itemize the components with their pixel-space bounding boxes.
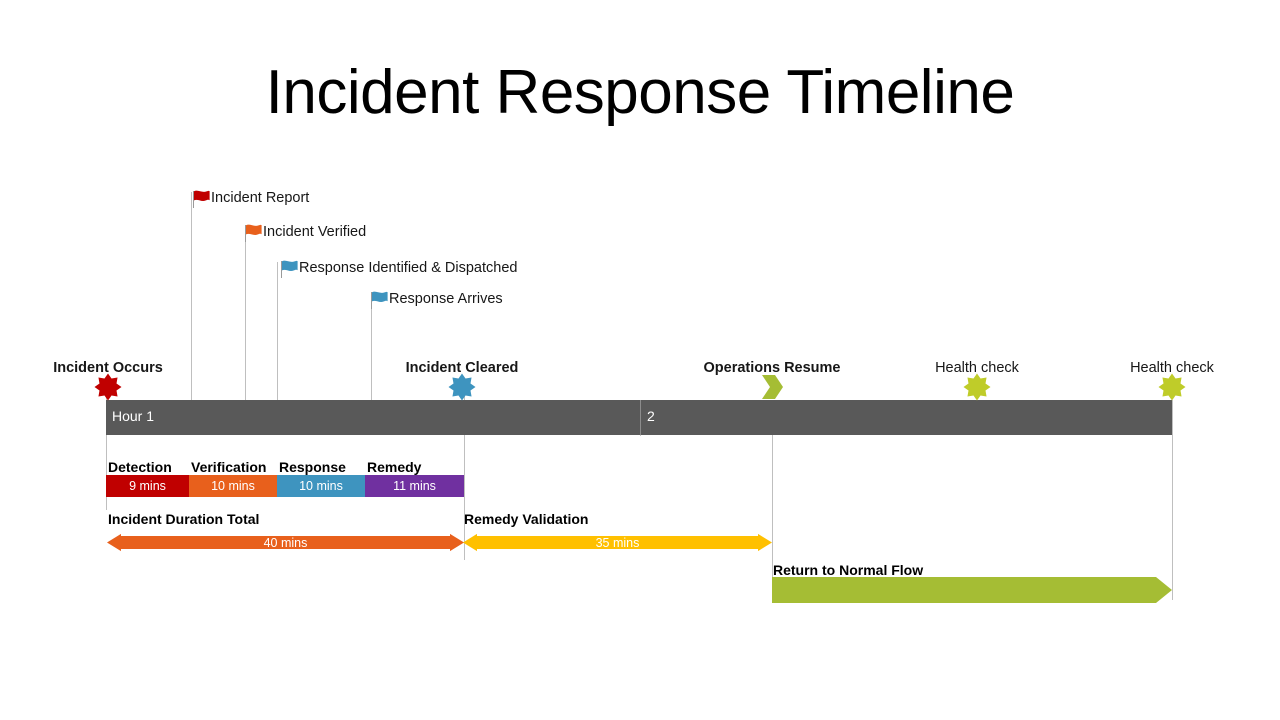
phase-duration-bar[interactable]: 9 mins xyxy=(106,475,189,497)
phase-duration-bar[interactable]: 10 mins xyxy=(277,475,365,497)
star-burst-icon xyxy=(93,372,123,402)
chevron-right-icon xyxy=(757,372,787,402)
flag-milestone-label: Incident Verified xyxy=(263,224,367,240)
duration-arrow[interactable] xyxy=(772,577,1172,603)
flag-milestone-label: Response Identified & Dispatched xyxy=(299,260,518,276)
phase-name-label: Detection xyxy=(108,459,172,475)
flag-icon xyxy=(279,259,299,279)
duration-title-label: Incident Duration Total xyxy=(108,511,260,527)
flag-milestone-label: Response Arrives xyxy=(389,291,503,307)
phase-name-label: Response xyxy=(279,459,346,475)
timeline-tick-hour-2 xyxy=(640,400,641,435)
timeline-bar xyxy=(106,400,1172,435)
flag-icon xyxy=(369,290,389,310)
phase-name-label: Verification xyxy=(191,459,267,475)
guide-line xyxy=(106,380,107,510)
page-title: Incident Response Timeline xyxy=(265,58,1015,127)
guide-line xyxy=(371,293,372,400)
timeline-milestone[interactable]: Incident Occurs xyxy=(53,360,163,402)
star-burst-icon xyxy=(447,372,477,402)
milestone-label: Incident Occurs xyxy=(53,360,163,376)
milestone-label: Health check xyxy=(1130,360,1214,376)
star-burst-icon xyxy=(962,372,992,402)
timeline-axis-label-hour-1: Hour 1 xyxy=(112,408,155,424)
flag-icon xyxy=(243,223,263,243)
guide-line xyxy=(191,192,192,400)
milestone-label: Operations Resume xyxy=(703,360,841,376)
milestone-label: Health check xyxy=(935,360,1019,376)
star-burst-icon xyxy=(1157,372,1187,402)
phase-duration-bar[interactable]: 10 mins xyxy=(189,475,277,497)
guide-line xyxy=(464,380,465,560)
guide-line xyxy=(277,262,278,400)
flag-milestone-label: Incident Report xyxy=(211,190,310,206)
timeline-milestone[interactable]: Incident Cleared xyxy=(406,360,518,402)
milestone-label: Incident Cleared xyxy=(405,360,519,376)
timeline-milestone[interactable]: Health check xyxy=(1130,360,1214,402)
duration-title-label: Return to Normal Flow xyxy=(773,562,924,578)
timeline-milestone[interactable]: Operations Resume xyxy=(704,360,841,402)
duration-arrow[interactable]: 40 mins xyxy=(107,526,464,559)
duration-arrow[interactable]: 35 mins xyxy=(463,526,772,559)
guide-line xyxy=(772,400,773,600)
timeline-milestone[interactable]: Health check xyxy=(935,360,1019,402)
phase-duration-bar[interactable]: 11 mins xyxy=(365,475,464,497)
timeline-axis-label-hour-2: 2 xyxy=(647,408,655,424)
flag-icon xyxy=(191,189,211,209)
phase-name-label: Remedy xyxy=(367,459,422,475)
guide-line xyxy=(1172,400,1173,600)
duration-title-label: Remedy Validation xyxy=(464,511,589,527)
guide-line xyxy=(245,226,246,400)
